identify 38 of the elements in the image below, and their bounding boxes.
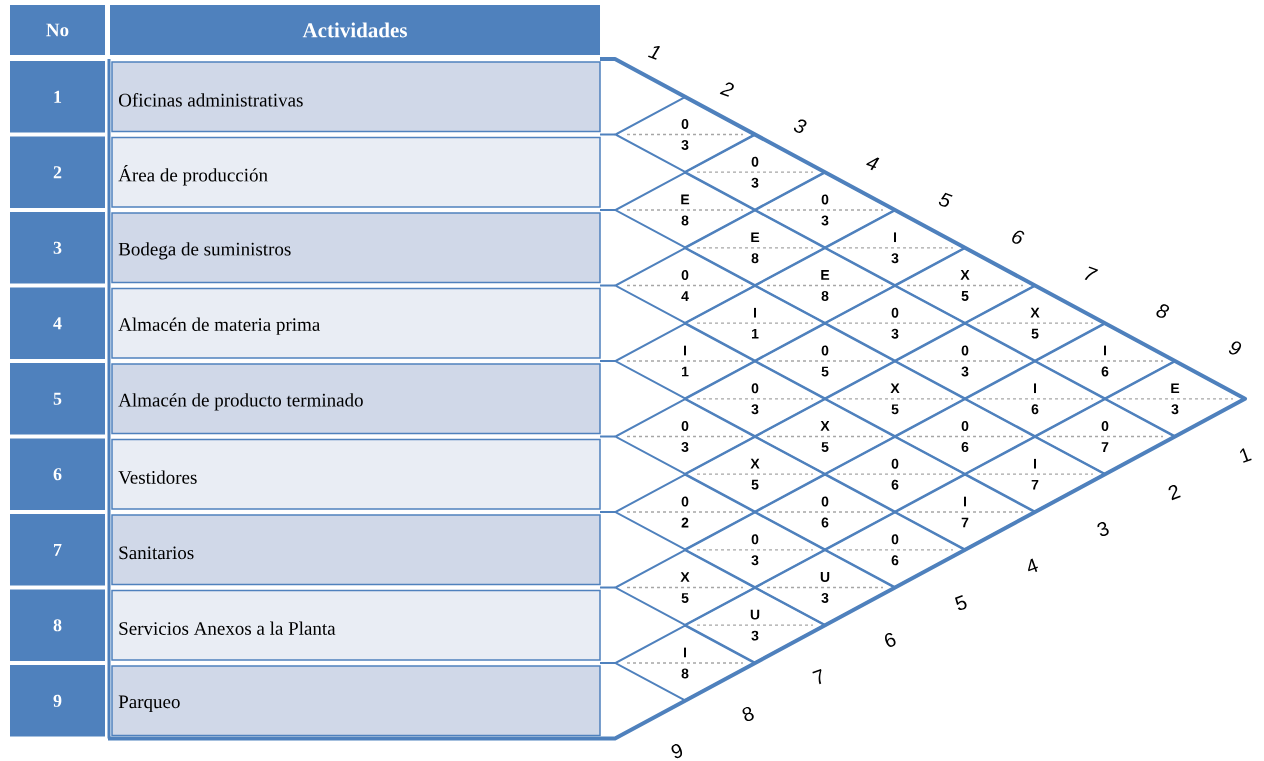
- side-number: 1: [1240, 448, 1252, 463]
- activity-cell: Parqueo: [111, 665, 601, 737]
- side-number: 3: [793, 119, 807, 133]
- side-number: 9: [1228, 341, 1242, 355]
- side-number: 4: [1028, 558, 1038, 572]
- table-header-cell: No: [10, 5, 105, 55]
- side-number: 3: [1097, 521, 1109, 537]
- row-number-cell: 2: [10, 136, 105, 208]
- activity-cell: Bodega de suministros: [111, 212, 601, 284]
- activity-cell: Área de producción: [111, 136, 601, 208]
- side-number: 2: [719, 82, 734, 97]
- activity-cell: Oficinas administrativas: [111, 61, 601, 133]
- side-number: 8: [1156, 304, 1170, 318]
- side-number: 7: [812, 669, 822, 685]
- row-number-cell: 6: [10, 438, 105, 510]
- activity-cell: Vestidores: [111, 438, 601, 510]
- side-number: 2: [1168, 485, 1181, 501]
- side-number: 8: [742, 707, 754, 722]
- row-number-cell: 3: [10, 212, 105, 284]
- table-header-cell: Actividades: [110, 5, 600, 55]
- side-number: 6: [885, 632, 896, 647]
- activity-cell: Almacén de producto terminado: [111, 363, 601, 435]
- row-number-cell: 9: [10, 665, 105, 737]
- row-number-cell: 7: [10, 514, 105, 586]
- activity-cell: Sanitarios: [111, 514, 601, 586]
- side-number: 1: [647, 46, 661, 60]
- side-number: 6: [1012, 230, 1025, 244]
- activity-cell: Almacén de materia prima: [111, 287, 601, 359]
- side-number: 5: [938, 192, 953, 207]
- row-number-cell: 8: [10, 589, 105, 661]
- activity-cell: Servicios Anexos a la Planta: [111, 589, 601, 661]
- row-number-cell: 1: [10, 61, 105, 133]
- side-number: 4: [866, 157, 880, 171]
- row-number-cell: 4: [10, 287, 105, 359]
- row-number-cell: 5: [10, 363, 105, 435]
- side-number: 9: [671, 744, 683, 759]
- side-number: 5: [954, 595, 967, 611]
- side-number: 7: [1084, 266, 1099, 281]
